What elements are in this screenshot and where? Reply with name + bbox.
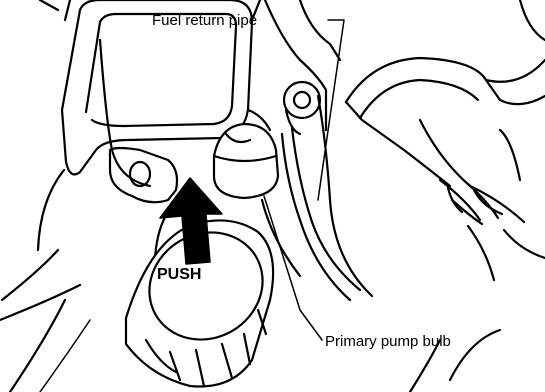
engine-body-outline [0,0,90,392]
fuel-hoses [262,96,372,300]
bolt-fitting [284,82,320,134]
fuel-return-pipe-label: Fuel return pipe [152,12,257,29]
primary-pump-bulb [214,124,278,198]
mounting-bracket [110,148,177,202]
push-label: PUSH [157,266,201,283]
primary-pump-bulb-label: Primary pump bulb [325,333,451,350]
